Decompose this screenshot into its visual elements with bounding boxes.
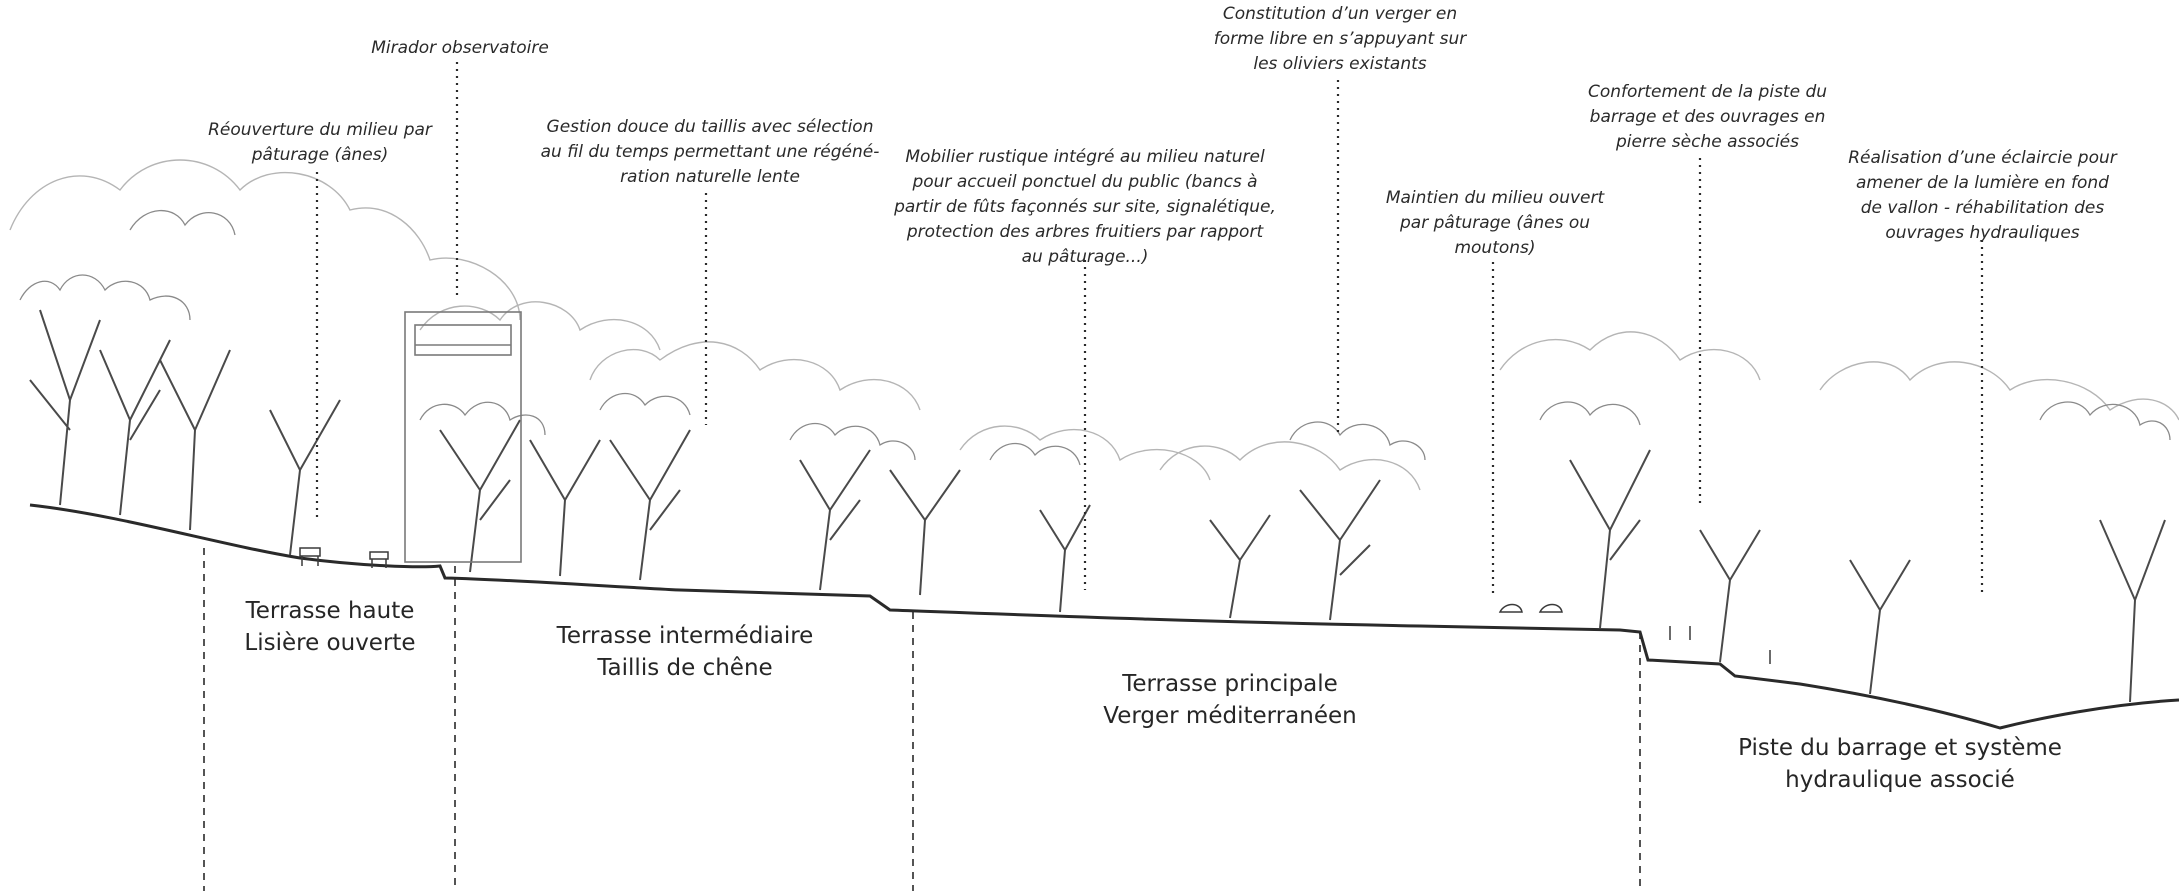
zone-label-piste: Piste du barrage et système hydraulique … — [1738, 735, 2062, 793]
zone-label-haute: Terrasse haute Lisière ouverte — [244, 598, 416, 656]
annotation-confortement: Confortement de la piste du barrage et d… — [1587, 82, 1828, 152]
terrace-boundaries — [203, 548, 1641, 891]
annotation-gestion: Gestion douce du taillis avec sélection … — [540, 117, 880, 187]
annotation-verger: Constitution d’un verger en forme libre … — [1213, 4, 1467, 74]
leader-lines — [315, 62, 1984, 598]
ground-profile — [29, 503, 2179, 730]
foliage-scribbles — [19, 209, 2171, 466]
annotation-eclaircie: Réalisation d’une éclaircie pour amener … — [1848, 148, 2117, 243]
figures — [299, 547, 1771, 664]
tree-sketches — [29, 309, 2166, 703]
zone-label-principale: Terrasse principale Verger méditerranéen — [1103, 671, 1357, 729]
annotation-maintien: Maintien du milieu ouvert par pâturage (… — [1385, 188, 1605, 258]
annotation-reouverture: Réouverture du milieu par pâturage (ânes… — [208, 120, 432, 165]
mirador-structure — [404, 311, 522, 563]
zone-label-intermediaire: Terrasse intermédiaire Taillis de chêne — [556, 623, 814, 681]
canopy-background — [9, 159, 2179, 491]
annotation-mirador: Mirador observatoire — [371, 38, 549, 58]
annotation-mobilier: Mobilier rustique intégré au milieu natu… — [894, 147, 1276, 267]
